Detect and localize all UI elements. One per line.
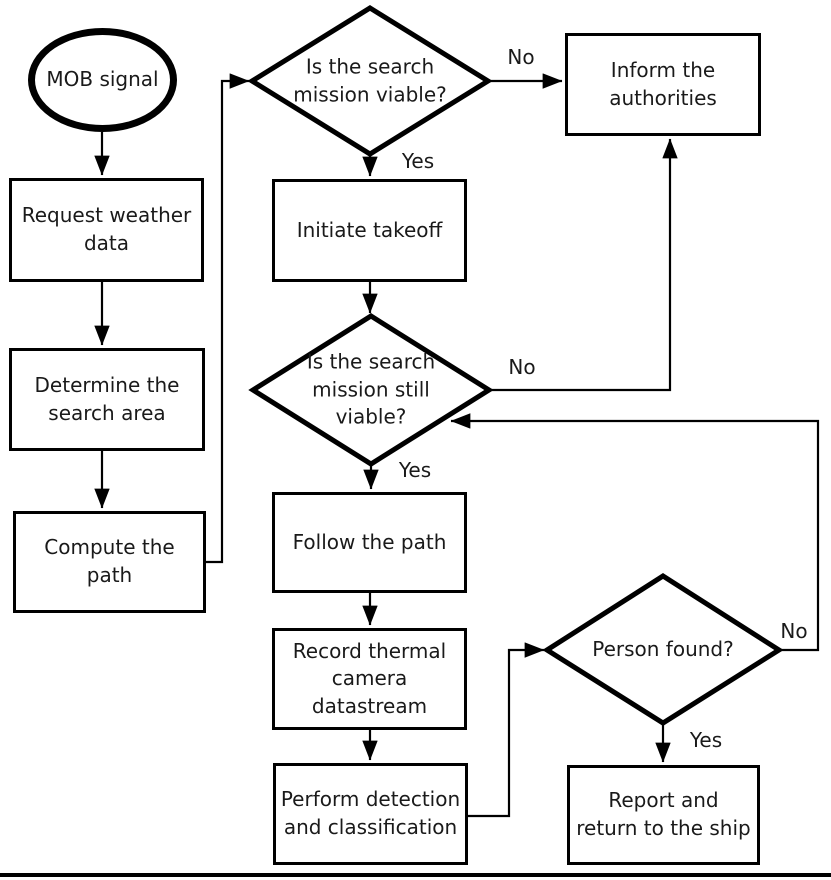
- node-follow-path: Follow the path: [272, 492, 467, 593]
- decision-mission-viable-label: Is the search mission viable?: [293, 54, 447, 106]
- node-initiate-takeoff: Initiate takeoff: [272, 179, 467, 282]
- node-request-weather-data: Request weather data: [9, 178, 204, 282]
- edge-label-person-found-yes: Yes: [689, 728, 723, 752]
- edge-still-viable-no-to-inform-authorities: [489, 138, 678, 392]
- decision-mission-still-viable-label: Is the search mission still viable?: [306, 349, 436, 429]
- node-report-return-to-ship: Report and return to the ship: [567, 765, 760, 865]
- edge-label-mission-viable-no: No: [507, 45, 535, 69]
- node-perform-detection-classification: Perform detection and classification: [273, 763, 468, 865]
- node-record-thermal-camera-datastream: Record thermal camera datastream: [272, 628, 467, 730]
- edge-label-still-viable-no: No: [508, 355, 536, 379]
- decision-person-found-label: Person found?: [592, 637, 734, 662]
- edge-perform-detection-to-person-found: [468, 642, 545, 818]
- node-compute-path: Compute the path: [13, 511, 206, 613]
- edge-label-person-found-no: No: [780, 619, 808, 643]
- edge-compute-path-to-mission-viable: [205, 73, 250, 564]
- edge-label-still-viable-yes: Yes: [398, 458, 432, 482]
- bottom-divider-line: [0, 873, 831, 877]
- node-start-mob-signal: MOB signal: [28, 28, 177, 132]
- edge-person-found-no-to-still-viable: [450, 413, 820, 652]
- edge-label-mission-viable-yes: Yes: [401, 149, 435, 173]
- node-determine-search-area: Determine the search area: [9, 348, 205, 451]
- node-inform-authorities: Inform the authorities: [565, 33, 761, 136]
